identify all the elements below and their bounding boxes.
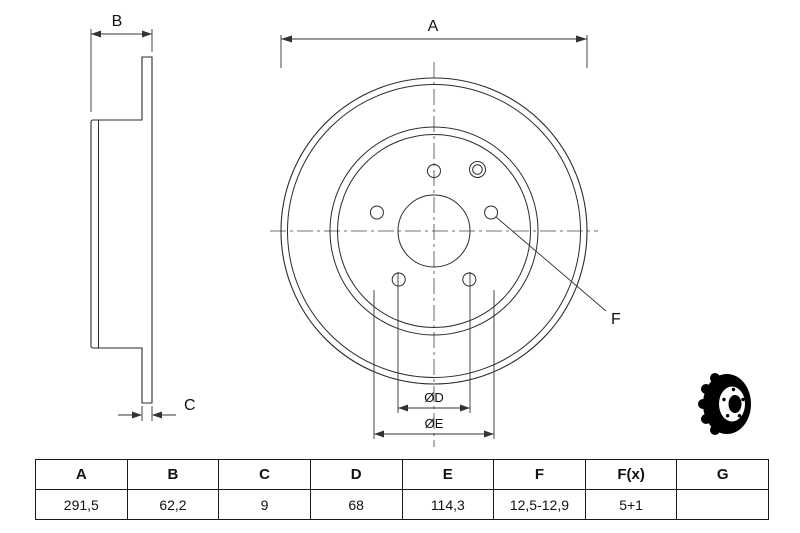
- dimension-c: C: [118, 397, 196, 421]
- bolt-hole: [391, 272, 406, 287]
- technical-drawing: A ØD ØE F B: [90, 13, 751, 447]
- arrowhead: [132, 411, 142, 419]
- table-header-a: A: [35, 459, 128, 490]
- table-header-d: D: [309, 459, 403, 490]
- dimension-f-leader: F: [495, 216, 621, 328]
- arrowhead: [484, 430, 494, 438]
- dim-c-label: C: [184, 397, 196, 414]
- arrowhead: [91, 30, 101, 38]
- dimension-d: ØD: [397, 272, 471, 413]
- side-view: [90, 56, 153, 404]
- dim-a-label: A: [428, 18, 439, 35]
- leader-line: [495, 216, 607, 312]
- locating-hole: [469, 161, 486, 178]
- dim-e-label: ØE: [425, 416, 444, 431]
- arrowhead: [281, 35, 292, 43]
- locating-hole-outer: [469, 161, 486, 178]
- dimension-table: A B C D E F F(x) G 291,5 62,2 9 68 114,3…: [35, 459, 769, 520]
- table-header-e: E: [401, 459, 495, 490]
- table-header-fx: F(x): [584, 459, 678, 490]
- front-view-centerlines: [270, 62, 598, 447]
- arrowhead: [398, 404, 408, 412]
- dimension-b: B: [90, 13, 153, 112]
- arrowhead: [142, 30, 152, 38]
- bolt-hole: [462, 272, 477, 287]
- table-value-row: 291,5 62,2 9 68 114,3 12,5-12,9 5+1: [35, 489, 769, 520]
- table-value-c: 9: [218, 489, 311, 520]
- table-value-fx: 5+1: [584, 489, 678, 520]
- locating-hole-inner: [472, 164, 483, 175]
- arrowhead: [576, 35, 587, 43]
- table-value-b: 62,2: [126, 489, 220, 520]
- dim-f-label: F: [611, 311, 621, 328]
- outer-chamfer-circle: [287, 84, 581, 378]
- arrowhead: [460, 404, 470, 412]
- bolt-hole: [484, 205, 499, 220]
- table-value-d: 68: [309, 489, 403, 520]
- friction-ring-inner-circle: [329, 126, 539, 336]
- table-value-a: 291,5: [35, 489, 128, 520]
- dim-d-label: ØD: [424, 390, 444, 405]
- table-header-b: B: [126, 459, 220, 490]
- table-value-g: [676, 489, 769, 520]
- table-value-f: 12,5-12,9: [493, 489, 586, 520]
- bolt-holes: [369, 164, 499, 287]
- dimension-e: ØE: [373, 290, 495, 439]
- center-bore-circle: [397, 194, 471, 268]
- bolt-hole: [427, 164, 441, 178]
- bolt-hole: [369, 205, 384, 220]
- disc-profile: [90, 56, 153, 404]
- table-value-e: 114,3: [401, 489, 495, 520]
- arrowhead: [374, 430, 384, 438]
- table-header-g: G: [676, 459, 769, 490]
- table-header-c: C: [218, 459, 311, 490]
- hat-edge-circle: [337, 134, 531, 328]
- arrowhead: [152, 411, 162, 419]
- dim-b-label: B: [112, 13, 123, 30]
- front-view: [280, 77, 588, 385]
- outer-diameter-circle: [280, 77, 588, 385]
- dimension-a: A: [280, 18, 588, 68]
- table-header-row: A B C D E F F(x) G: [35, 459, 769, 490]
- brake-disc-thumbnail-icon: [698, 373, 751, 435]
- table-header-f: F: [493, 459, 586, 490]
